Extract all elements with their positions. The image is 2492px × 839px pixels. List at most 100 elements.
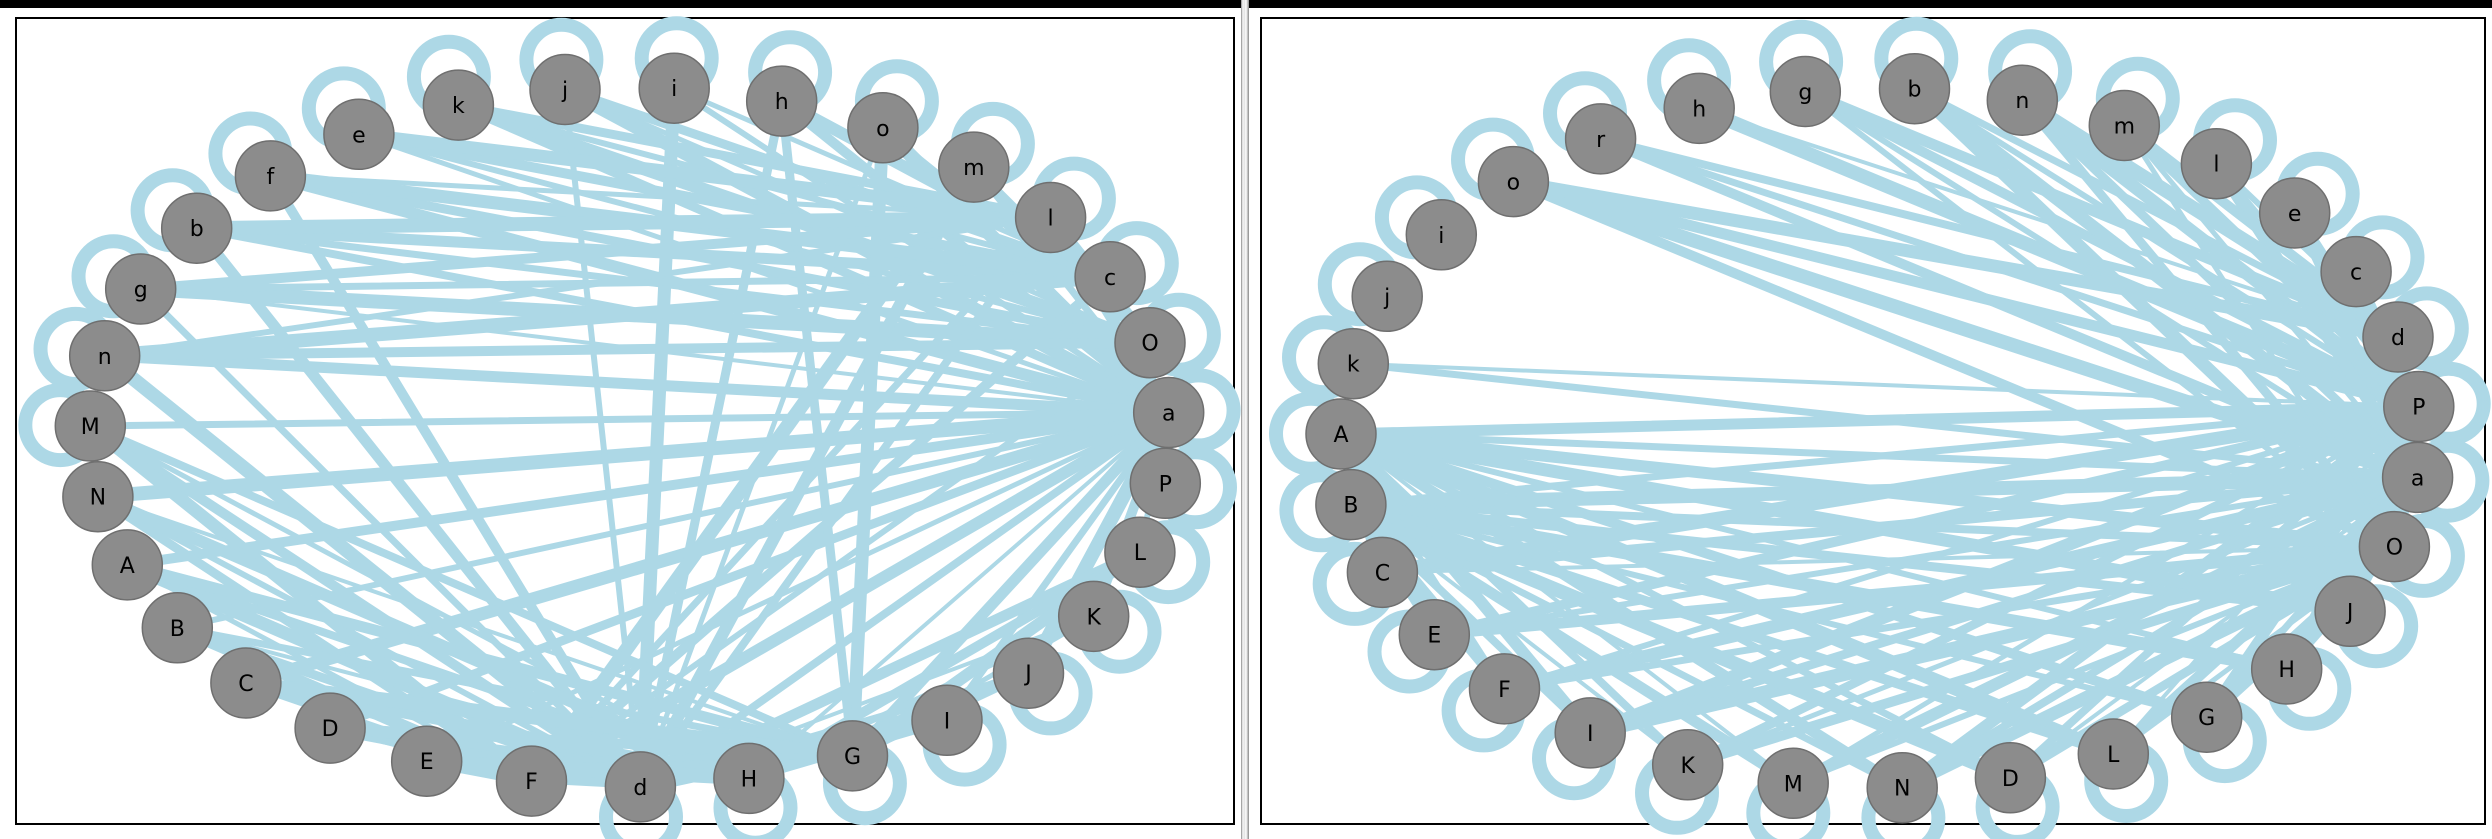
node-circle[interactable] bbox=[938, 131, 1010, 203]
node-circle[interactable] bbox=[529, 53, 601, 126]
node-circle[interactable] bbox=[141, 592, 214, 664]
node-circle[interactable] bbox=[2320, 235, 2392, 308]
node-circle[interactable] bbox=[294, 692, 366, 764]
node-circle[interactable] bbox=[1346, 536, 1419, 609]
node-circle[interactable] bbox=[422, 69, 495, 141]
node-N[interactable]: N bbox=[1866, 751, 1938, 824]
node-circle[interactable] bbox=[1663, 72, 1735, 145]
node-circle[interactable] bbox=[1317, 327, 1390, 400]
node-circle[interactable] bbox=[160, 192, 233, 264]
node-r[interactable]: r bbox=[1564, 103, 1637, 175]
node-c[interactable]: c bbox=[2320, 235, 2392, 308]
node-circle[interactable] bbox=[1564, 103, 1637, 175]
node-n[interactable]: n bbox=[1986, 64, 2059, 136]
node-F[interactable]: F bbox=[495, 745, 568, 817]
node-circle[interactable] bbox=[1651, 729, 1724, 801]
node-M[interactable]: M bbox=[1757, 747, 1829, 820]
node-a[interactable]: a bbox=[1132, 376, 1205, 449]
node-circle[interactable] bbox=[1351, 260, 1423, 333]
node-k[interactable]: k bbox=[1317, 327, 1390, 400]
node-circle[interactable] bbox=[1554, 697, 1626, 769]
node-circle[interactable] bbox=[1866, 751, 1938, 824]
node-circle[interactable] bbox=[847, 92, 919, 164]
node-B[interactable]: B bbox=[141, 592, 214, 664]
node-k[interactable]: k bbox=[422, 69, 495, 141]
node-circle[interactable] bbox=[1974, 742, 2047, 814]
node-circle[interactable] bbox=[1129, 447, 1202, 520]
node-circle[interactable] bbox=[2358, 510, 2431, 583]
node-circle[interactable] bbox=[2314, 575, 2386, 648]
node-I[interactable]: I bbox=[911, 684, 983, 757]
node-circle[interactable] bbox=[234, 140, 307, 212]
node-B[interactable]: B bbox=[1315, 468, 1387, 541]
node-circle[interactable] bbox=[68, 320, 141, 392]
node-circle[interactable] bbox=[2383, 370, 2455, 443]
node-K[interactable]: K bbox=[1651, 729, 1724, 801]
node-D[interactable]: D bbox=[294, 692, 366, 764]
node-circle[interactable] bbox=[1305, 398, 1377, 470]
node-circle[interactable] bbox=[2250, 633, 2323, 705]
node-circle[interactable] bbox=[495, 745, 568, 817]
node-o[interactable]: o bbox=[1477, 145, 1550, 218]
node-circle[interactable] bbox=[210, 647, 282, 719]
node-circle[interactable] bbox=[1057, 580, 1130, 653]
node-circle[interactable] bbox=[1757, 747, 1829, 820]
node-C[interactable]: C bbox=[210, 647, 282, 719]
node-circle[interactable] bbox=[1315, 468, 1387, 541]
node-h[interactable]: h bbox=[1663, 72, 1735, 145]
node-circle[interactable] bbox=[911, 684, 983, 757]
node-D[interactable]: D bbox=[1974, 742, 2047, 814]
node-O[interactable]: O bbox=[1114, 306, 1186, 379]
node-h[interactable]: h bbox=[745, 65, 818, 137]
node-circle[interactable] bbox=[816, 720, 889, 792]
node-circle[interactable] bbox=[1477, 145, 1550, 218]
node-a[interactable]: a bbox=[2381, 441, 2454, 514]
node-circle[interactable] bbox=[62, 460, 134, 533]
node-j[interactable]: j bbox=[1351, 260, 1423, 333]
node-P[interactable]: P bbox=[2383, 370, 2455, 443]
node-circle[interactable] bbox=[323, 98, 395, 171]
node-E[interactable]: E bbox=[1398, 598, 1471, 671]
node-P[interactable]: P bbox=[1129, 447, 1202, 520]
node-circle[interactable] bbox=[1468, 653, 1541, 725]
node-o[interactable]: o bbox=[847, 92, 919, 164]
node-circle[interactable] bbox=[2088, 89, 2161, 162]
node-circle[interactable] bbox=[713, 742, 785, 815]
node-circle[interactable] bbox=[2362, 301, 2434, 373]
node-e[interactable]: e bbox=[323, 98, 395, 171]
node-circle[interactable] bbox=[1132, 376, 1205, 449]
node-circle[interactable] bbox=[745, 65, 818, 137]
node-circle[interactable] bbox=[1014, 181, 1087, 254]
node-circle[interactable] bbox=[1398, 598, 1471, 671]
node-f[interactable]: f bbox=[234, 140, 307, 212]
node-circle[interactable] bbox=[1769, 55, 1842, 128]
node-circle[interactable] bbox=[2180, 127, 2253, 200]
node-g[interactable]: g bbox=[104, 253, 177, 325]
node-l[interactable]: l bbox=[2180, 127, 2253, 200]
node-N[interactable]: N bbox=[62, 460, 134, 533]
node-circle[interactable] bbox=[1986, 64, 2059, 136]
node-J[interactable]: J bbox=[992, 637, 1065, 709]
node-i[interactable]: i bbox=[638, 52, 710, 124]
node-circle[interactable] bbox=[2077, 718, 2150, 790]
node-c[interactable]: c bbox=[1074, 241, 1146, 313]
node-circle[interactable] bbox=[1878, 52, 1951, 125]
node-circle[interactable] bbox=[604, 751, 677, 823]
node-circle[interactable] bbox=[2258, 177, 2331, 249]
node-i[interactable]: i bbox=[1405, 199, 1478, 271]
node-b[interactable]: b bbox=[1878, 52, 1951, 125]
node-circle[interactable] bbox=[104, 253, 177, 325]
node-L[interactable]: L bbox=[1104, 516, 1176, 588]
node-C[interactable]: C bbox=[1346, 536, 1419, 609]
node-e[interactable]: e bbox=[2258, 177, 2331, 249]
node-l[interactable]: l bbox=[1014, 181, 1087, 254]
node-L[interactable]: L bbox=[2077, 718, 2150, 790]
node-circle[interactable] bbox=[2170, 681, 2243, 753]
node-G[interactable]: G bbox=[816, 720, 889, 792]
node-E[interactable]: E bbox=[390, 725, 463, 797]
node-d[interactable]: d bbox=[604, 751, 677, 823]
node-circle[interactable] bbox=[1405, 199, 1478, 271]
node-G[interactable]: G bbox=[2170, 681, 2243, 753]
node-circle[interactable] bbox=[992, 637, 1065, 709]
node-circle[interactable] bbox=[1104, 516, 1176, 588]
